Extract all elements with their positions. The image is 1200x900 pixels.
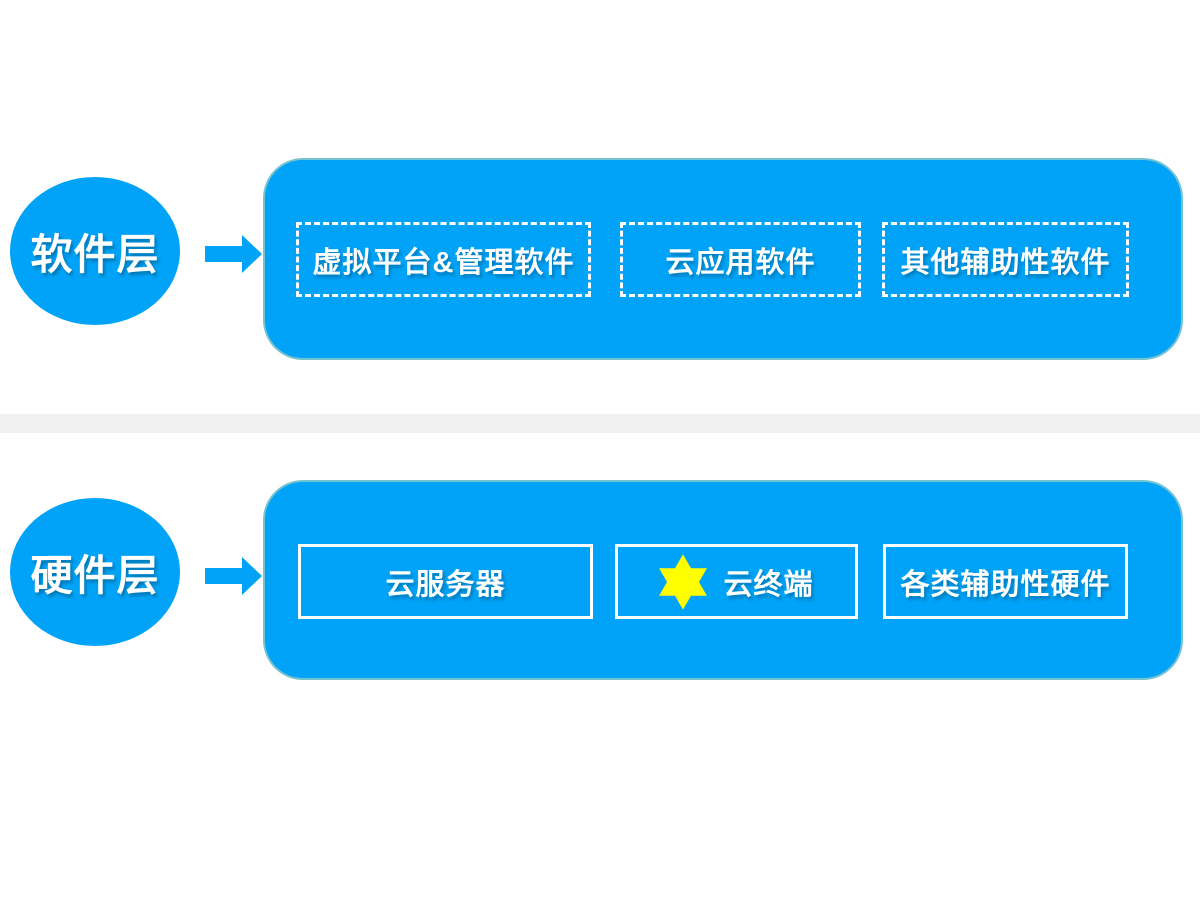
hardware-item-cloud-server: 云服务器 (298, 544, 593, 619)
software-item-label: 其他辅助性软件 (900, 246, 1111, 279)
hardware-layer-panel: 云服务器 云终端 各类辅助性硬件 (263, 480, 1183, 680)
hardware-item-label: 云服务器 (385, 568, 506, 601)
hardware-item-label: 各类辅助性硬件 (900, 568, 1111, 601)
software-layer-circle: 软件层 (10, 177, 180, 325)
star-icon (659, 553, 708, 610)
hardware-item-label: 云终端 (723, 568, 814, 601)
software-layer-label: 软件层 (30, 230, 160, 278)
hardware-layer-circle: 硬件层 (10, 498, 180, 646)
hardware-item-cloud-terminal: 云终端 (615, 544, 858, 619)
arrow-right-icon (205, 557, 262, 595)
hardware-layer-label: 硬件层 (30, 551, 160, 599)
software-layer-panel: 虚拟平台&管理软件 云应用软件 其他辅助性软件 (263, 158, 1183, 360)
software-item-cloud-apps: 云应用软件 (620, 222, 861, 297)
hardware-item-other-auxiliary: 各类辅助性硬件 (883, 544, 1128, 619)
software-item-other-auxiliary: 其他辅助性软件 (882, 222, 1129, 297)
software-item-label: 云应用软件 (665, 246, 816, 279)
software-item-virtual-platform: 虚拟平台&管理软件 (296, 222, 591, 297)
arrow-right-icon (205, 235, 262, 273)
section-divider (0, 414, 1200, 433)
software-item-label: 虚拟平台&管理软件 (312, 246, 575, 279)
